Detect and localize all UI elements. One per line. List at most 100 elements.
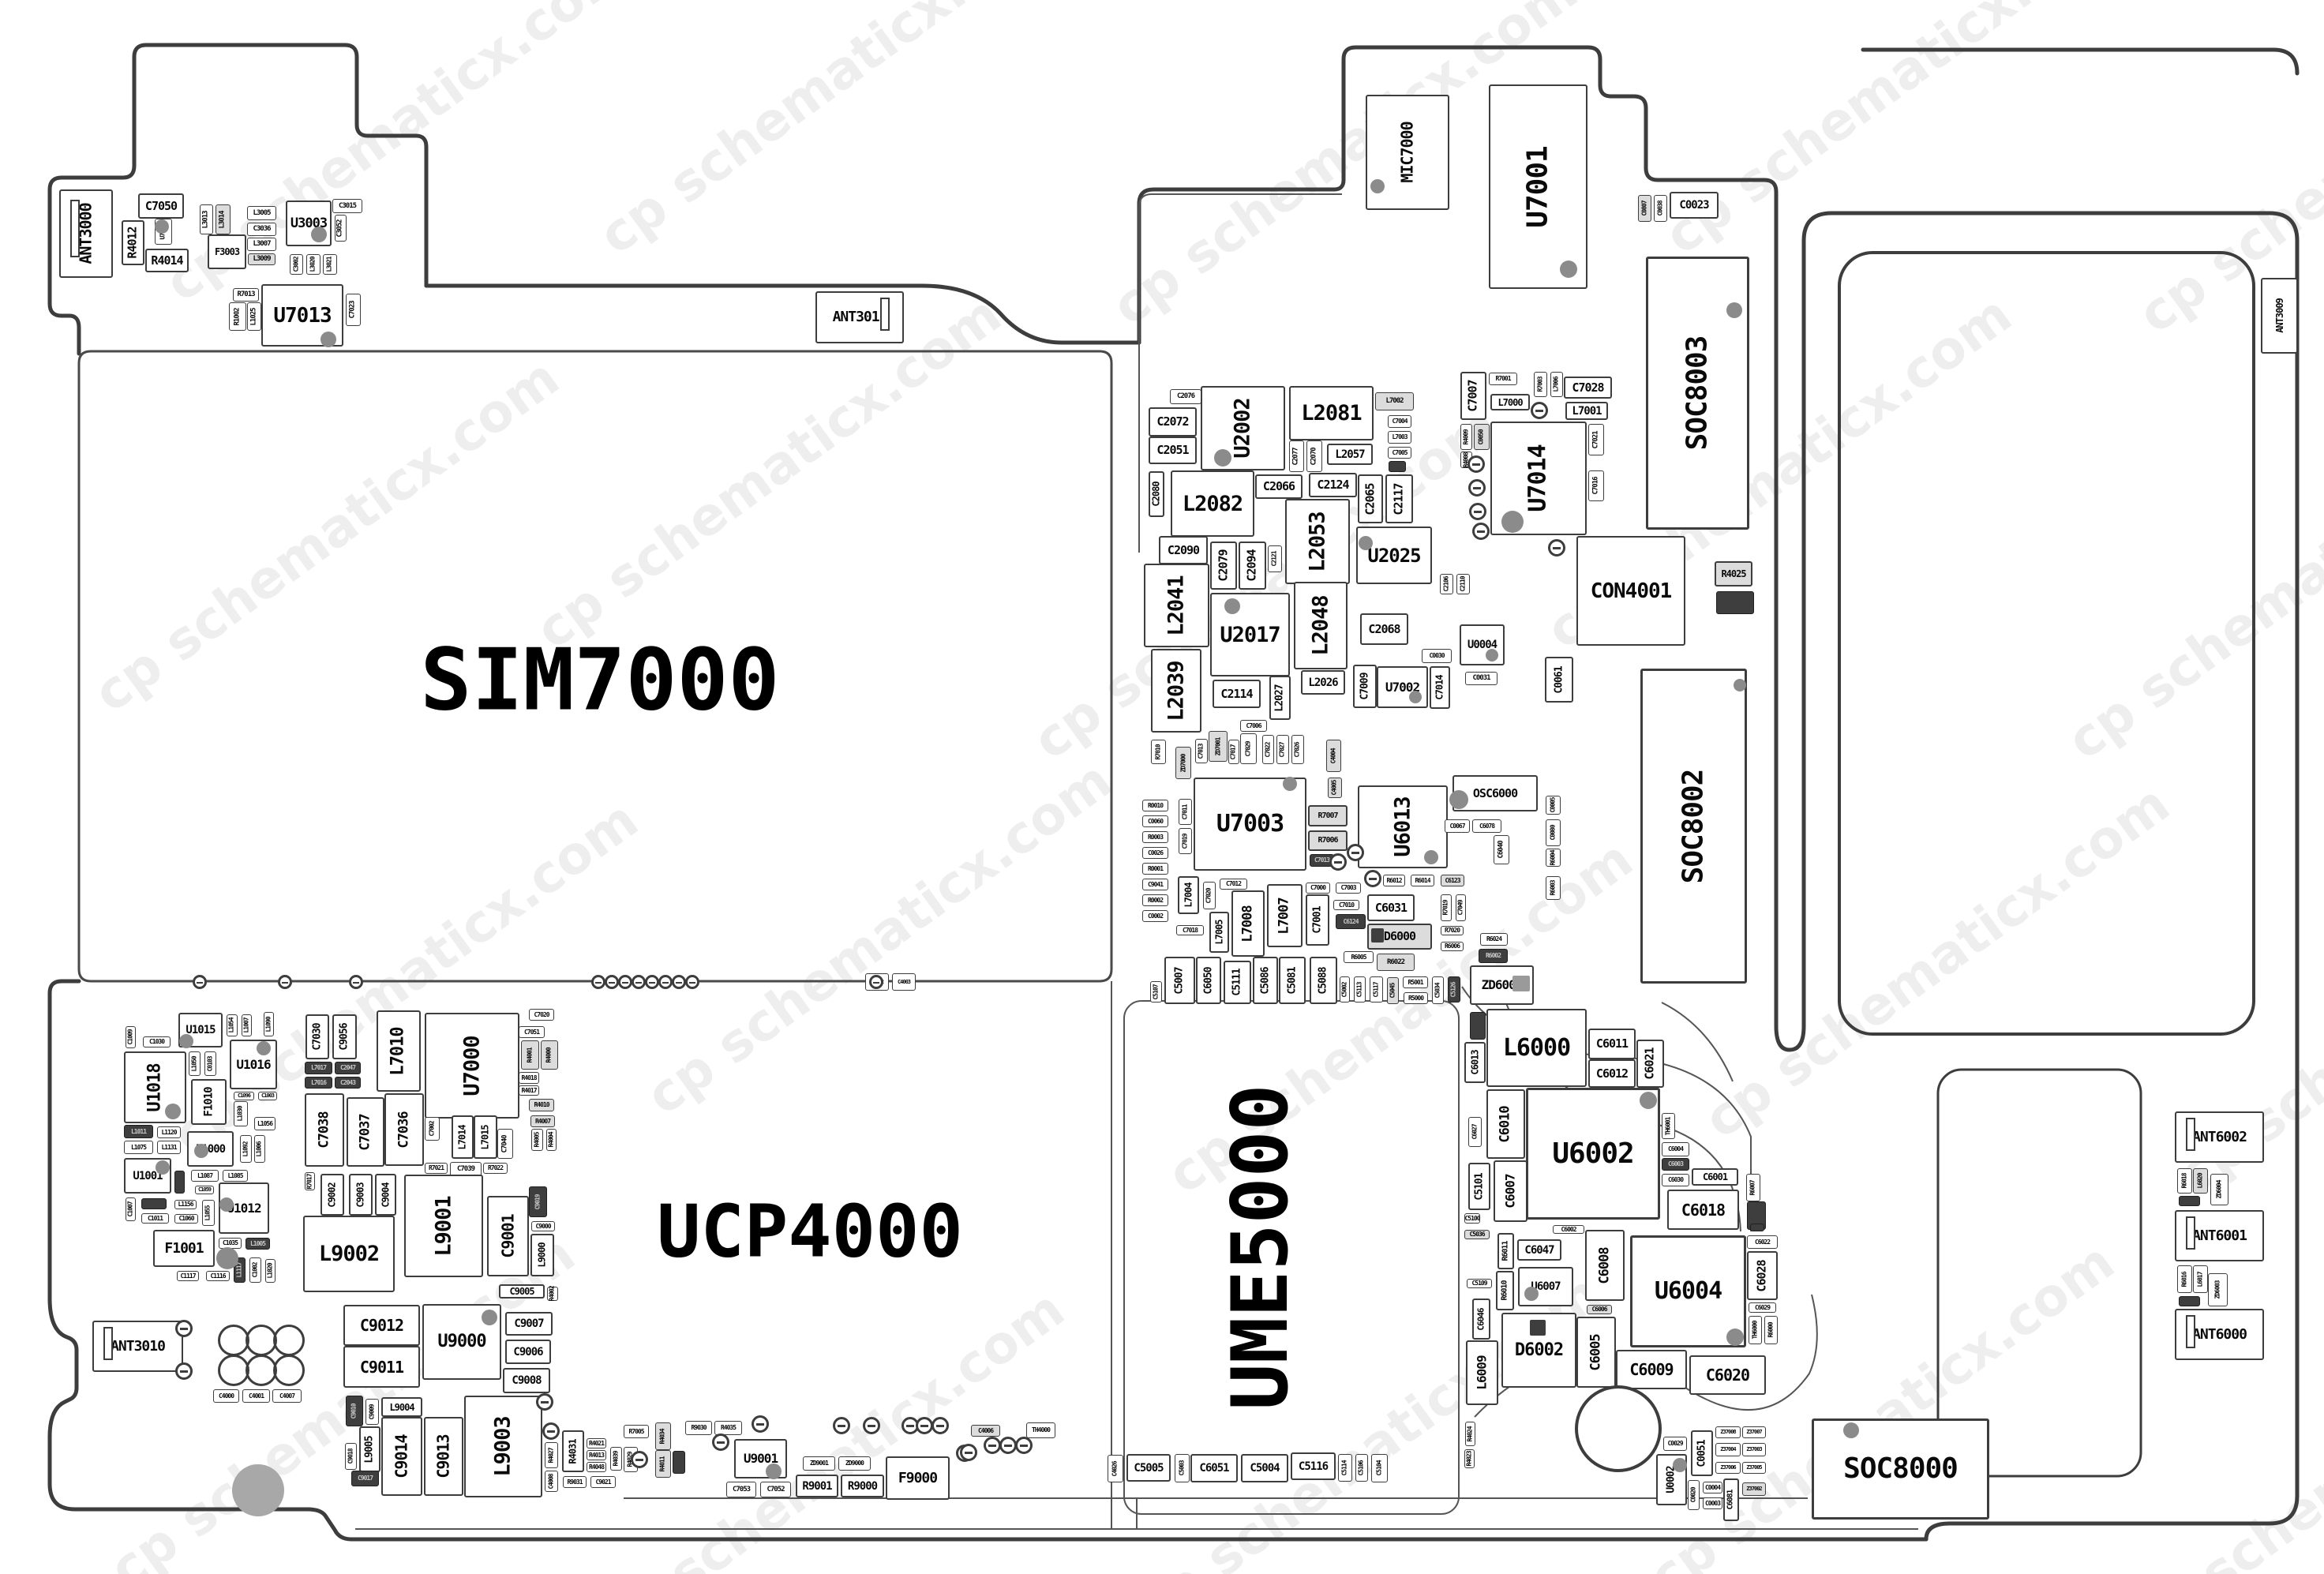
component-l2048: L2048 bbox=[1294, 582, 1348, 669]
component-c5113: C5113 bbox=[1354, 976, 1366, 1002]
component-label: Z37007 bbox=[1746, 1429, 1762, 1435]
component-c6010: C6010 bbox=[1486, 1089, 1525, 1159]
component-c0003: C0003 bbox=[1703, 1497, 1722, 1509]
component-label: F3003 bbox=[214, 246, 240, 257]
test-point bbox=[175, 1362, 193, 1380]
component-label: F1001 bbox=[164, 1239, 204, 1257]
pin1-dot bbox=[1726, 302, 1742, 318]
component-label: C9007 bbox=[514, 1317, 544, 1330]
component-label: C0002 bbox=[1147, 912, 1164, 920]
component-label: L7008 bbox=[1239, 905, 1256, 943]
component-c7022: C7022 bbox=[1262, 735, 1274, 764]
component-c9001: C9001 bbox=[487, 1196, 529, 1276]
component-r4048: R4048 bbox=[587, 1462, 606, 1472]
component-label: C2124 bbox=[1317, 478, 1349, 492]
component-label: R4004 bbox=[547, 1132, 555, 1148]
component-label: C2110 bbox=[1459, 576, 1467, 592]
component-zd6004: ZD6004 bbox=[2210, 1174, 2228, 1205]
component-label: R7019 bbox=[1442, 900, 1449, 916]
test-point bbox=[536, 1393, 553, 1411]
component-label: L7016 bbox=[310, 1078, 327, 1086]
component-label: L7006 bbox=[1553, 377, 1560, 392]
component-label: C9041 bbox=[1147, 880, 1164, 888]
component-l1020: L1020 bbox=[265, 1259, 276, 1283]
component-label: C7017 bbox=[1230, 744, 1237, 760]
coil-circle bbox=[273, 1325, 305, 1356]
component-label: C7027 bbox=[1279, 741, 1286, 758]
component-c9000: C9000 bbox=[531, 1221, 555, 1231]
component-label: SOC8002 bbox=[1677, 769, 1710, 883]
component-label: L9000 bbox=[537, 1242, 548, 1268]
component-label: C5114 bbox=[1341, 1460, 1348, 1476]
component-label: R4023 bbox=[1465, 1451, 1473, 1467]
component-label: C7051 bbox=[523, 1028, 540, 1036]
component-l2041: L2041 bbox=[1144, 564, 1209, 647]
component-r4035: R4035 bbox=[714, 1421, 742, 1435]
component-c6081: C6081 bbox=[1723, 1478, 1739, 1521]
component-r7021: R7021 bbox=[425, 1163, 448, 1174]
pin1-dot bbox=[1640, 1092, 1657, 1109]
component-c2117: C2117 bbox=[1385, 474, 1413, 523]
component-label: L7004 bbox=[1183, 883, 1194, 908]
component-soc8000: SOC8000 bbox=[1812, 1418, 1989, 1520]
component-c2079: C2079 bbox=[1210, 542, 1237, 590]
component-c5034: C5034 bbox=[1432, 976, 1444, 1004]
component-l9000: L9000 bbox=[530, 1234, 554, 1276]
component-r0002: R0002 bbox=[1142, 894, 1168, 906]
test-point bbox=[833, 1417, 850, 1434]
component-label: C6007 bbox=[1502, 1174, 1518, 1209]
component-label: C9004 bbox=[380, 1182, 392, 1208]
component-label: C2077 bbox=[1292, 447, 1300, 466]
component-label: L1030 bbox=[237, 1106, 244, 1122]
component-chip bbox=[174, 1171, 185, 1194]
component-c5007: C5007 bbox=[1164, 957, 1195, 1004]
component-c9009: C9009 bbox=[365, 1399, 379, 1425]
component-r7019: R7019 bbox=[1441, 894, 1452, 921]
component-label: C1003 bbox=[261, 1092, 275, 1099]
component-c7003: C7003 bbox=[1336, 883, 1361, 894]
pin1-dot bbox=[1283, 777, 1297, 791]
component-r9030: R9030 bbox=[685, 1421, 712, 1435]
component-c2066: C2066 bbox=[1255, 474, 1303, 499]
component-c6005: C6005 bbox=[1576, 1317, 1616, 1388]
component-label: C6008 bbox=[1596, 1246, 1613, 1284]
component-c0038: C0038 bbox=[1654, 195, 1667, 222]
component-label: C0067 bbox=[1449, 822, 1465, 830]
component-label: L9001 bbox=[431, 1195, 456, 1257]
component-label: L9003 bbox=[491, 1416, 515, 1477]
component-c2124: C2124 bbox=[1309, 473, 1357, 497]
component-r4012: R4012 bbox=[122, 220, 144, 265]
component-label: C2072 bbox=[1156, 414, 1189, 429]
component-label: R6011 bbox=[1501, 1241, 1510, 1261]
component-label: C7026 bbox=[1294, 741, 1301, 758]
component-label: C7019 bbox=[1181, 833, 1189, 849]
component-label: C6047 bbox=[1524, 1243, 1554, 1257]
component-c7049: C7049 bbox=[1456, 894, 1466, 921]
chip-mark bbox=[1371, 928, 1384, 943]
component-c4008: C4008 bbox=[545, 1471, 558, 1492]
component-c6031: C6031 bbox=[1367, 894, 1415, 921]
component-label: C3015 bbox=[338, 201, 357, 210]
component-c9013: C9013 bbox=[424, 1417, 463, 1496]
component-label: C9001 bbox=[498, 1214, 518, 1258]
component-c7050: C7050 bbox=[138, 193, 184, 219]
component-c0029: C0029 bbox=[1663, 1437, 1687, 1451]
component-label: C7005 bbox=[1392, 448, 1408, 456]
component-label: C2070 bbox=[1310, 447, 1318, 466]
component-label: C4007 bbox=[279, 1392, 295, 1400]
component-c3002: C3002 bbox=[290, 254, 303, 275]
component-l7000: L7000 bbox=[1490, 394, 1530, 410]
chip-mark bbox=[1512, 976, 1530, 991]
component-r4034: R4034 bbox=[655, 1422, 671, 1450]
component-label: C7040 bbox=[500, 1134, 509, 1153]
component-label: TH4000 bbox=[1032, 1426, 1051, 1433]
component-label: R4012 bbox=[126, 227, 140, 259]
component-c0050: C0050 bbox=[1474, 424, 1490, 450]
component-label: C1007 bbox=[126, 1201, 134, 1217]
component-label: C7039 bbox=[456, 1164, 475, 1173]
component-l9002: L9002 bbox=[303, 1216, 395, 1292]
component-label: C7014 bbox=[1434, 675, 1445, 700]
test-point bbox=[863, 1417, 880, 1434]
component-label: R9030 bbox=[691, 1424, 707, 1431]
component-r4002: R4002 bbox=[547, 1286, 558, 1302]
